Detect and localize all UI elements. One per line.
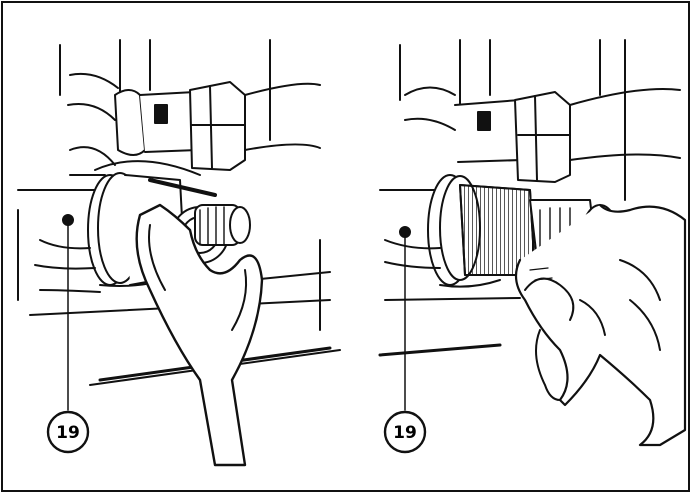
callout-19-left: 19 bbox=[46, 410, 90, 454]
panel-right bbox=[378, 39, 687, 447]
callout-19-right: 19 bbox=[383, 410, 427, 454]
callout-label-left: 19 bbox=[56, 423, 80, 443]
panel-left bbox=[17, 39, 341, 467]
callout-label-right: 19 bbox=[393, 423, 417, 443]
